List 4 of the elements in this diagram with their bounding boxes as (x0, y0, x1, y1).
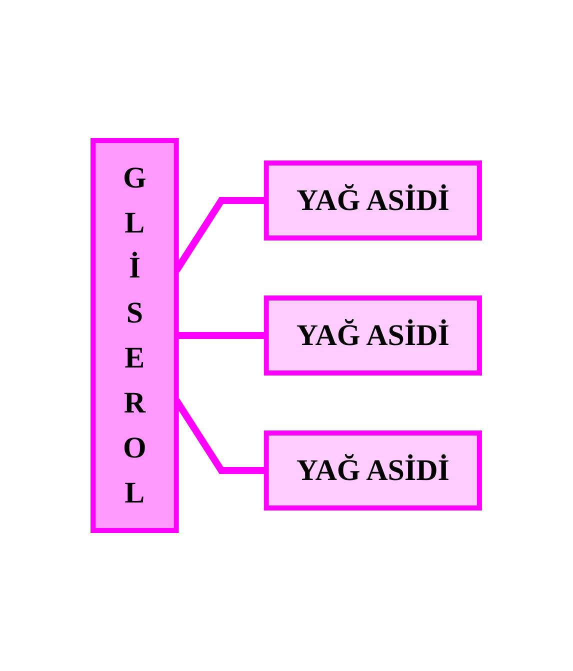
node-box: YAĞ ASİDİ (264, 160, 482, 240)
node-box: GLİSEROL (90, 138, 180, 533)
node-box: YAĞ ASİDİ (264, 296, 482, 376)
node-box: YAĞ ASİDİ (264, 430, 482, 510)
